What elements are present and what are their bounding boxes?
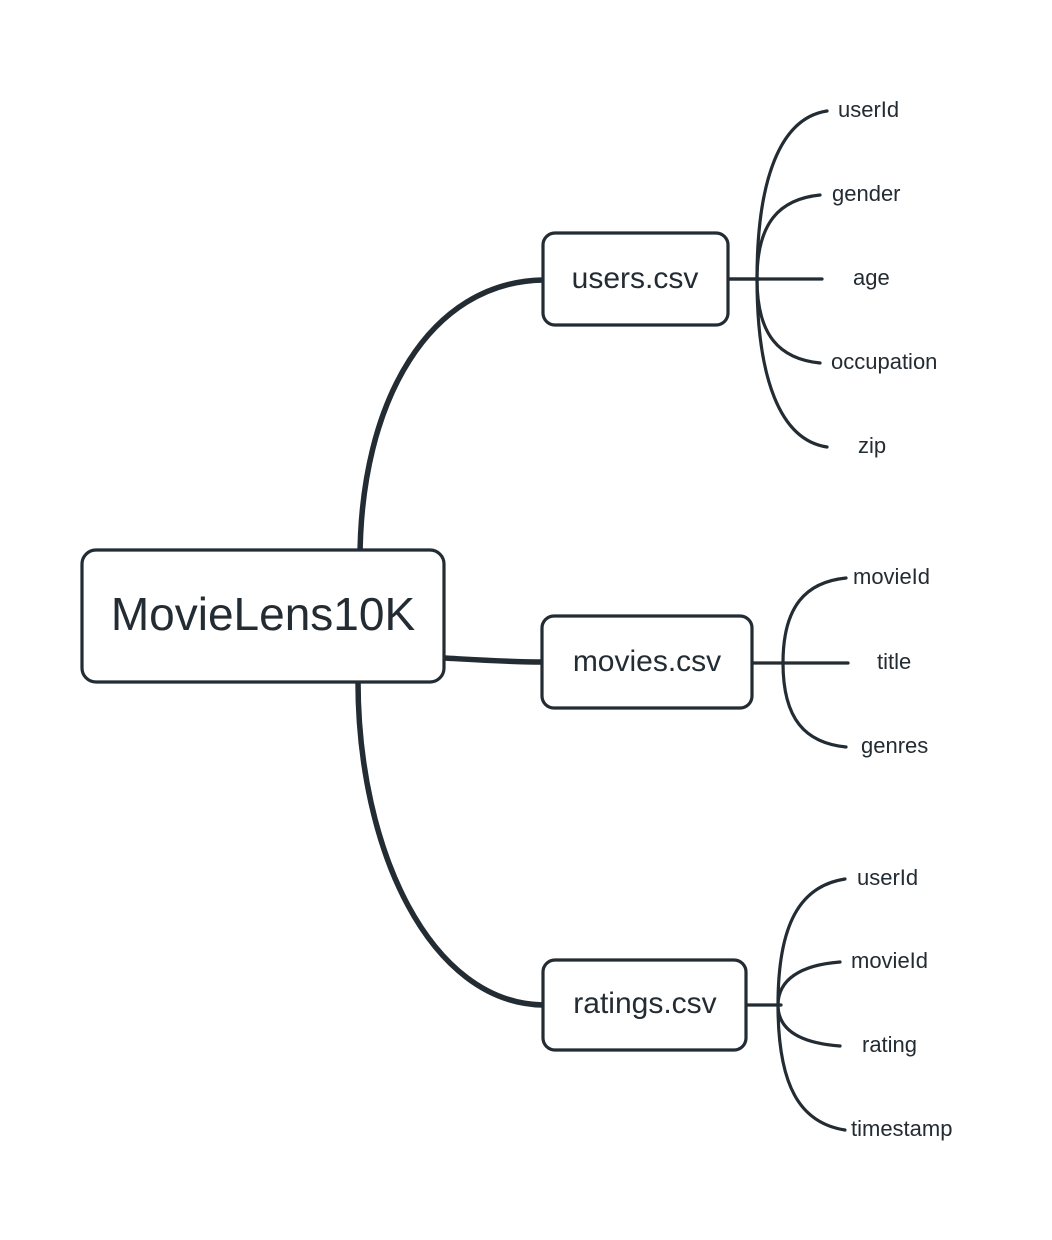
branch-node-ratings-csv-label: ratings.csv (573, 987, 716, 1020)
branch-node-ratings-csv[interactable]: ratings.csv (541, 958, 748, 1052)
leaf-label-ratings-movieid: movieId (851, 948, 928, 973)
edge-ratings-to-rating (776, 1003, 842, 1048)
branch-node-ratings-csv-box (541, 958, 748, 1052)
edge-users-to-occupation (755, 277, 822, 365)
edge-root-to-users (357, 277, 546, 563)
branch-node-users-csv-label: users.csv (572, 262, 699, 295)
leaf-label-movies-genres: genres (861, 733, 928, 758)
edge-users-to-zip (755, 277, 829, 449)
leaf-label-ratings-rating: rating (862, 1032, 917, 1057)
leaf-label-ratings-timestamp: timestamp (851, 1116, 952, 1141)
edge-ratings-to-movieId (776, 960, 842, 1007)
edge-users-to-userId (755, 109, 829, 281)
leaf-label-users-userid: userId (838, 97, 899, 122)
leaf-label-users-zip: zip (858, 433, 886, 458)
leaf-label-users-gender: gender (832, 181, 901, 206)
branch-node-users-csv[interactable]: users.csv (541, 231, 730, 327)
edge-ratings-to-userId (776, 877, 847, 1007)
edge-movies-to-movieId (781, 576, 848, 665)
leaf-label-movies-title: title (877, 649, 911, 674)
edge-root-to-movies (441, 655, 546, 665)
branch-node-users-csv-box (541, 231, 730, 327)
root-node-label: MovieLens10K (111, 588, 416, 640)
leaf-label-users-age: age (853, 265, 890, 290)
edge-ratings-to-timestamp (776, 1003, 847, 1132)
edge-movies-to-genres (781, 661, 848, 749)
root-node-box (80, 548, 446, 684)
leaf-label-ratings-userid: userId (857, 865, 918, 890)
edge-root-to-ratings (355, 678, 546, 1008)
leaf-label-users-occupation: occupation (831, 349, 937, 374)
branch-node-movies-csv[interactable]: movies.csv (540, 614, 754, 710)
edge-users-to-gender (755, 193, 822, 281)
branch-node-movies-csv-label: movies.csv (573, 645, 721, 678)
branch-node-movies-csv-box (540, 614, 754, 710)
root-node[interactable]: MovieLens10K (80, 548, 446, 684)
leaf-label-movies-movieid: movieId (853, 564, 930, 589)
